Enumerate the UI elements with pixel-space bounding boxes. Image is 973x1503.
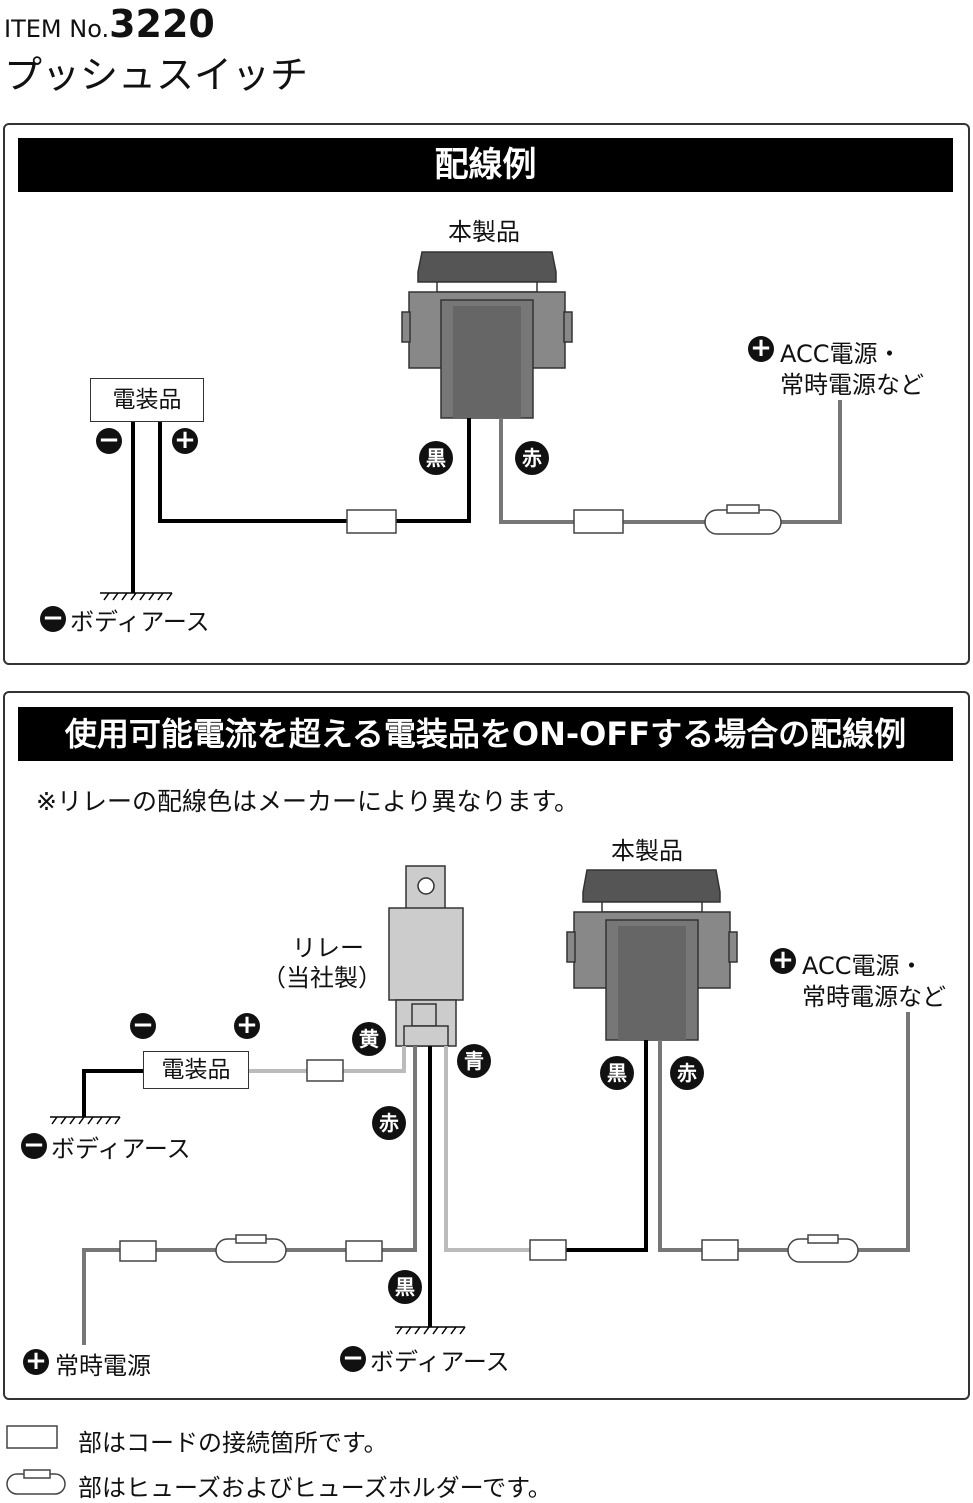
minus-icon: − [96, 427, 122, 454]
body-earth-label-left: ボディアース [51, 1135, 191, 1163]
constant-power-label: 常時電源 [55, 1352, 151, 1380]
connector-5 [345, 1240, 383, 1262]
connector-7 [701, 1239, 739, 1261]
wire-red-switch-badge: 赤 [670, 1056, 704, 1090]
wire-black-relay-badge: 黒 [388, 1270, 422, 1304]
acc-power-label: ACC電源・ [780, 340, 902, 368]
relay-wiring-panel [3, 691, 970, 1400]
wiring-example-header: 配線例 [18, 138, 953, 192]
acc-power-label-b2: 常時電源など [802, 983, 946, 1011]
plus-icon: + [23, 1348, 49, 1375]
relay-wiring-header: 使用可能電流を超える電装品をON-OFFする場合の配線例 [18, 707, 953, 761]
minus-icon: − [21, 1132, 47, 1159]
connector-3 [306, 1059, 344, 1082]
minus-icon: − [340, 1345, 366, 1372]
body-earth-label: ボディアース [70, 608, 210, 636]
relay-note: ※リレーの配線色はメーカーにより異なります。 [36, 787, 579, 816]
plus-icon: + [234, 1012, 260, 1039]
device-label-2: 電装品 [161, 1057, 231, 1083]
wire-red-badge: 赤 [515, 441, 549, 475]
item-number-value: 3220 [109, 2, 215, 46]
fuse-holder-2 [215, 1234, 287, 1263]
wire-blue-badge: 青 [457, 1044, 491, 1078]
device-label: 電装品 [112, 387, 182, 413]
item-number: ITEM No.3220 [4, 2, 215, 46]
product-label: 本製品 [448, 218, 520, 246]
connector-6 [529, 1239, 567, 1261]
plus-icon: + [770, 947, 796, 974]
fuse-holder-1 [704, 504, 782, 535]
wire-yellow-badge: 黄 [352, 1022, 386, 1056]
relay-icon [388, 865, 464, 1047]
body-earth-label-bottom: ボディアース [370, 1348, 510, 1376]
legend-fuse-text: 部はヒューズおよびヒューズホルダーです。 [78, 1474, 552, 1502]
acc-power-label-b: ACC電源・ [802, 952, 924, 980]
wire-black-badge: 黒 [419, 441, 453, 475]
minus-icon: − [40, 605, 66, 632]
wire-black-switch-badge: 黒 [600, 1056, 634, 1090]
item-prefix: ITEM No. [4, 15, 110, 43]
legend-connector-icon [6, 1425, 58, 1449]
electrical-device-box: 電装品 [90, 378, 204, 422]
relay-label: リレー [292, 934, 364, 962]
push-switch-icon [401, 251, 573, 419]
legend-fuse-icon [6, 1469, 66, 1495]
acc-power-label-2: 常時電源など [780, 371, 924, 399]
product-name: プッシュスイッチ [4, 53, 309, 97]
wire-red-relay-badge: 赤 [372, 1106, 406, 1140]
plus-icon: + [172, 427, 198, 454]
relay-label-maker: （当社製） [262, 964, 382, 992]
electrical-device-box-2: 電装品 [143, 1051, 249, 1089]
push-switch-icon-2 [566, 869, 738, 1041]
connector-4 [119, 1240, 157, 1262]
product-label-2: 本製品 [611, 837, 683, 865]
connector-2 [573, 509, 624, 534]
connector-1 [346, 509, 397, 534]
plus-icon: + [748, 335, 774, 362]
minus-icon: − [130, 1012, 156, 1039]
fuse-holder-3 [787, 1234, 859, 1263]
legend-connection-text: 部はコードの接続箇所です。 [78, 1429, 388, 1457]
